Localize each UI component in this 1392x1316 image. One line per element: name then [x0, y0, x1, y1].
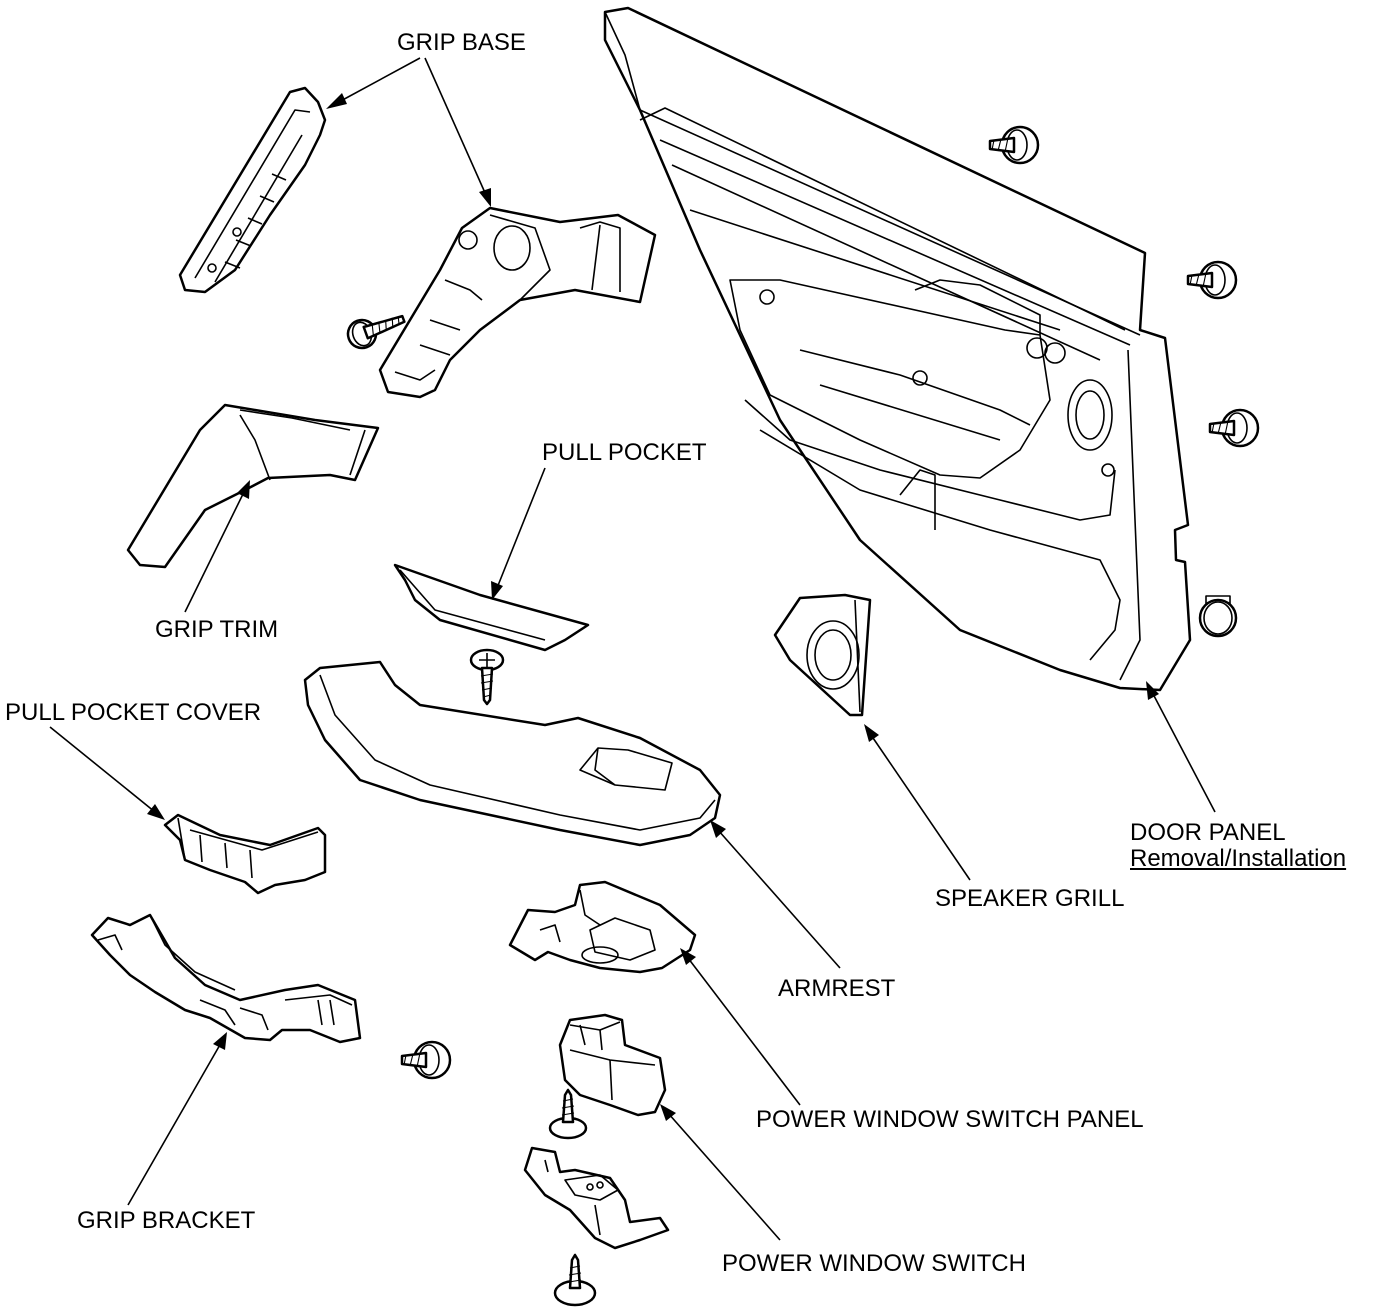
- power-window-switch-panel: [508, 880, 697, 974]
- power-window-switch-panel-label: POWER WINDOW SWITCH PANEL: [756, 1106, 1144, 1133]
- door-panel-label: DOOR PANEL: [1130, 819, 1286, 846]
- grip-base-label: GRIP BASE: [397, 29, 526, 56]
- door-clip-2: [1186, 260, 1238, 300]
- leader-armrest: [710, 820, 841, 969]
- pull-pocket: [393, 563, 590, 652]
- grip-bracket-clip: [400, 1040, 452, 1080]
- power-window-switch: [558, 1013, 667, 1117]
- armrest: [303, 660, 722, 847]
- bottom-screw: [553, 1253, 597, 1307]
- leader-door-panel: [1146, 681, 1216, 813]
- door-panel: [603, 6, 1192, 692]
- grip-trim-label: GRIP TRIM: [155, 616, 279, 643]
- door-panel-removal-installation-link[interactable]: Removal/Installation: [1130, 845, 1347, 872]
- leader-grip-bracket: [127, 1032, 227, 1206]
- leader-grip-base: [424, 57, 491, 207]
- grip-bracket: [90, 913, 362, 1044]
- door-clip-1: [988, 125, 1040, 165]
- pull-pocket-label: PULL POCKET: [542, 439, 707, 466]
- switch-bracket: [523, 1146, 670, 1250]
- switch-screw: [548, 1088, 588, 1140]
- door-clip-4: [1198, 595, 1238, 638]
- grip-base-strip: [178, 86, 327, 294]
- leader-power-window-switch: [660, 1104, 781, 1241]
- speaker-grill: [773, 593, 872, 717]
- leader-pull-pocket: [491, 467, 546, 600]
- pull-pocket-cover-label: PULL POCKET COVER: [5, 699, 262, 726]
- grip-base: [378, 206, 657, 399]
- leader-grip-base-strip: [326, 57, 421, 109]
- leader-grip-trim: [184, 480, 250, 613]
- armrest-label: ARMREST: [778, 975, 896, 1002]
- leader-power-window-switch-panel: [680, 948, 801, 1106]
- grip-bracket-label: GRIP BRACKET: [77, 1207, 256, 1234]
- leader-pull-pocket-cover: [49, 726, 165, 820]
- power-window-switch-label: POWER WINDOW SWITCH: [722, 1250, 1026, 1277]
- grip-trim: [126, 403, 380, 569]
- door-clip-3: [1208, 408, 1260, 448]
- leader-speaker-grill: [864, 724, 971, 881]
- armrest-screw: [469, 648, 505, 706]
- speaker-grill-label: SPEAKER GRILL: [935, 885, 1125, 912]
- pull-pocket-cover: [163, 813, 327, 895]
